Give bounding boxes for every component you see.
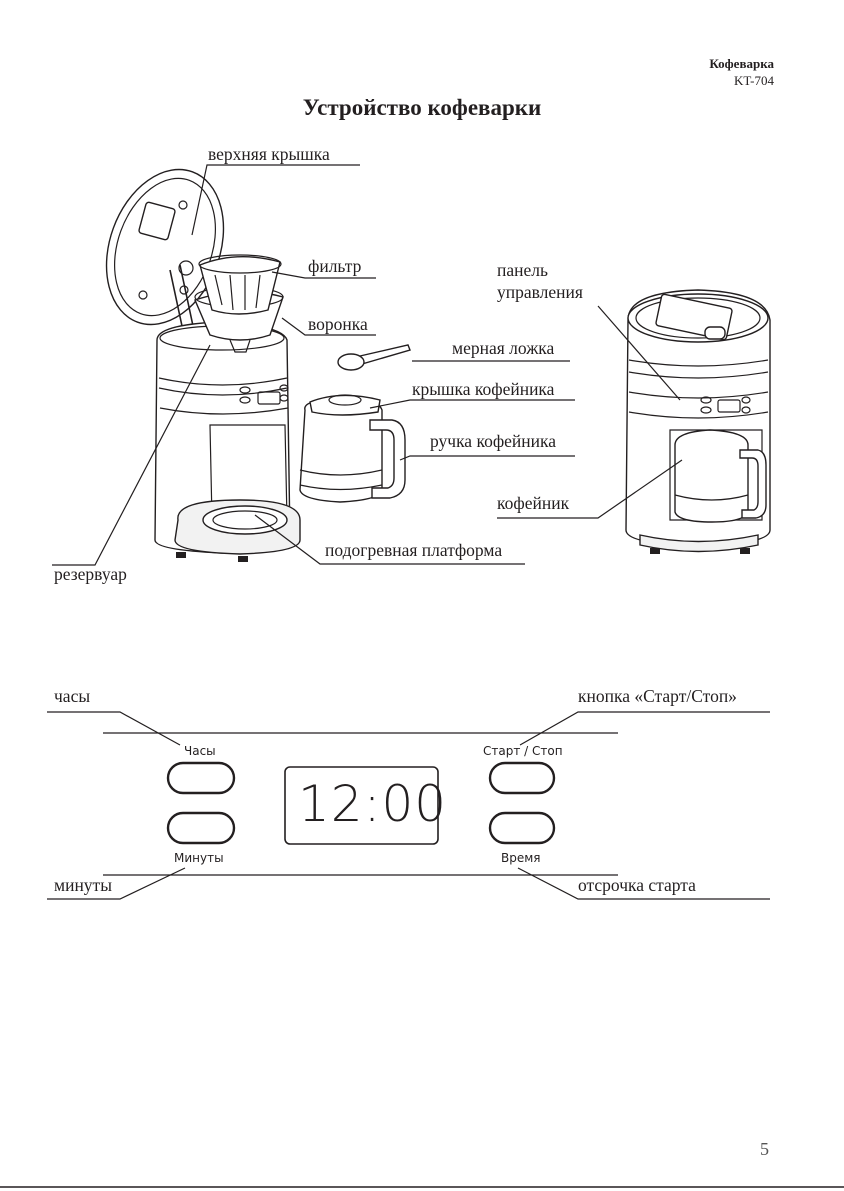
display-clock-value: 12:00 (298, 775, 447, 833)
filter-drawing (200, 257, 280, 314)
label-top-lid: верхняя крышка (208, 146, 330, 164)
label-measuring-spoon: мерная ложка (452, 340, 554, 358)
label-filter: фильтр (308, 258, 361, 276)
panel-time-label: Время (501, 851, 541, 865)
time-button-shape (490, 813, 554, 843)
label-carafe: кофейник (497, 495, 569, 513)
label-control-panel-line1: панель (497, 262, 548, 280)
callout-clock: часы (54, 688, 90, 706)
measuring-spoon-drawing (338, 345, 410, 370)
callout-start-stop: кнопка «Старт/Стоп» (578, 688, 737, 706)
open-coffee-maker-drawing (86, 153, 300, 562)
start-stop-button-shape (490, 763, 554, 793)
label-funnel: воронка (308, 316, 368, 334)
carafe-drawing (300, 395, 405, 502)
label-warming-plate: подогревная платформа (325, 542, 502, 560)
assembled-coffee-maker-drawing (626, 290, 770, 554)
label-control-panel-line2: управления (497, 284, 583, 302)
callout-minutes: минуты (54, 877, 112, 895)
hours-button-shape (168, 763, 234, 793)
panel-hours-label: Часы (184, 744, 216, 758)
label-carafe-lid: крышка кофейника (412, 381, 554, 399)
callout-delayed-start: отсрочка старта (578, 877, 696, 895)
minutes-button-shape (168, 813, 234, 843)
page-number: 5 (760, 1139, 769, 1160)
label-carafe-handle: ручка кофейника (430, 433, 556, 451)
label-reservoir: резервуар (54, 566, 127, 584)
panel-start-stop-label: Старт / Стоп (483, 744, 563, 758)
panel-minutes-label: Минуты (174, 851, 224, 865)
